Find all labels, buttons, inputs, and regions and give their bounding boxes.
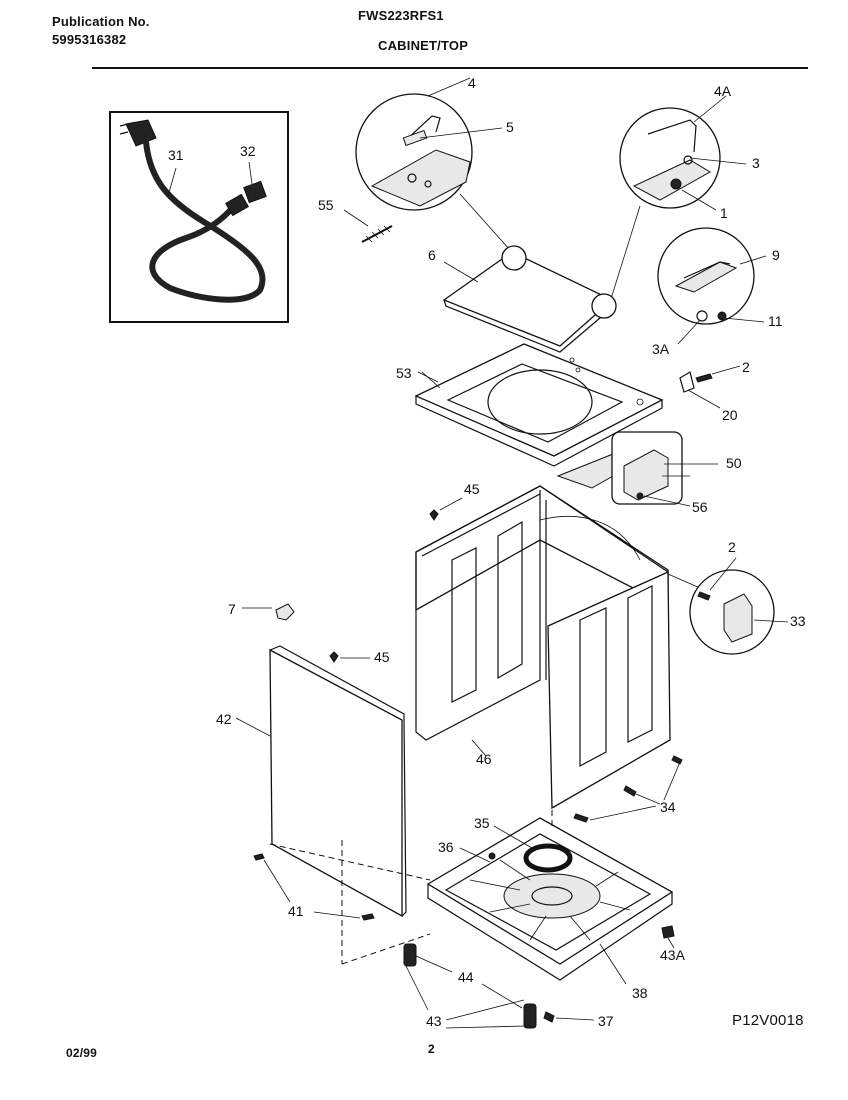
callout-38: 38 <box>632 985 648 1001</box>
hinge-pin-55 <box>343 209 393 243</box>
callout-46: 46 <box>476 751 492 767</box>
callout-7: 7 <box>228 601 236 617</box>
lid-switch-detail <box>619 95 747 211</box>
drawing-code: P12V0018 <box>732 1012 804 1029</box>
leveling-feet <box>403 943 595 1029</box>
callout-45-rear: 45 <box>464 481 480 497</box>
lid-hinge-detail <box>355 77 503 211</box>
callout-55: 55 <box>318 197 334 213</box>
hinge-clip-detail <box>657 227 767 345</box>
publication-label: Publication No. <box>52 14 150 29</box>
callout-42: 42 <box>216 711 232 727</box>
screw-41b <box>361 913 375 921</box>
screws-34 <box>573 755 683 823</box>
callout-11: 11 <box>768 313 783 329</box>
callout-6: 6 <box>428 247 436 263</box>
callout-43a: 43A <box>660 947 686 963</box>
callout-43: 43 <box>426 1013 442 1029</box>
footer-page-number: 2 <box>428 1042 435 1056</box>
base-38 <box>426 817 674 981</box>
callout-44: 44 <box>458 969 474 985</box>
switch-detail-50 <box>611 431 718 507</box>
model-number: FWS223RFS1 <box>358 8 444 23</box>
callout-2-top: 2 <box>742 359 750 375</box>
cord-strain-relief <box>225 193 249 217</box>
clip-45a <box>429 509 439 521</box>
callout-33: 33 <box>790 613 806 629</box>
callout-34: 34 <box>660 799 676 815</box>
footer-date: 02/99 <box>66 1046 98 1060</box>
callout-53: 53 <box>396 365 412 381</box>
cabinet-side-right <box>547 571 701 810</box>
cabinet-rear-46 <box>415 485 669 757</box>
callout-50: 50 <box>726 455 742 471</box>
callout-5: 5 <box>506 119 514 135</box>
callout-4: 4 <box>468 75 476 91</box>
screw-41a <box>253 853 265 861</box>
callout-4a: 4A <box>714 83 732 99</box>
cord-clamp-32 <box>243 180 267 204</box>
publication-number: 5995316382 <box>52 32 127 47</box>
callout-35: 35 <box>474 815 490 831</box>
callout-1: 1 <box>720 205 728 221</box>
drive-belt-35 <box>523 843 573 873</box>
power-cord-31 <box>143 139 266 303</box>
assembly-guides <box>269 810 553 965</box>
bracket-20 <box>679 365 741 409</box>
front-panel-42 <box>235 645 407 918</box>
lid-6 <box>442 245 617 353</box>
callout-32: 32 <box>240 143 256 159</box>
section-title: CABINET/TOP <box>378 38 469 53</box>
callout-20: 20 <box>722 407 738 423</box>
foot-43a <box>661 925 675 939</box>
callout-31: 31 <box>168 147 184 163</box>
callout-36: 36 <box>438 839 454 855</box>
cabinet-top-53 <box>414 343 664 489</box>
callout-2-side: 2 <box>728 539 736 555</box>
callout-3a: 3A <box>652 341 670 357</box>
callout-56: 56 <box>692 499 708 515</box>
clip-7 <box>242 603 295 621</box>
callout-45-front: 45 <box>374 649 390 665</box>
callout-41: 41 <box>288 903 304 919</box>
power-cord-inset <box>109 111 289 323</box>
callout-37: 37 <box>598 1013 614 1029</box>
callout-3: 3 <box>752 155 760 171</box>
callout-9: 9 <box>772 247 780 263</box>
power-cord-plug <box>125 119 157 147</box>
hinge-detail-33 <box>689 557 789 655</box>
clip-45b <box>329 651 339 663</box>
